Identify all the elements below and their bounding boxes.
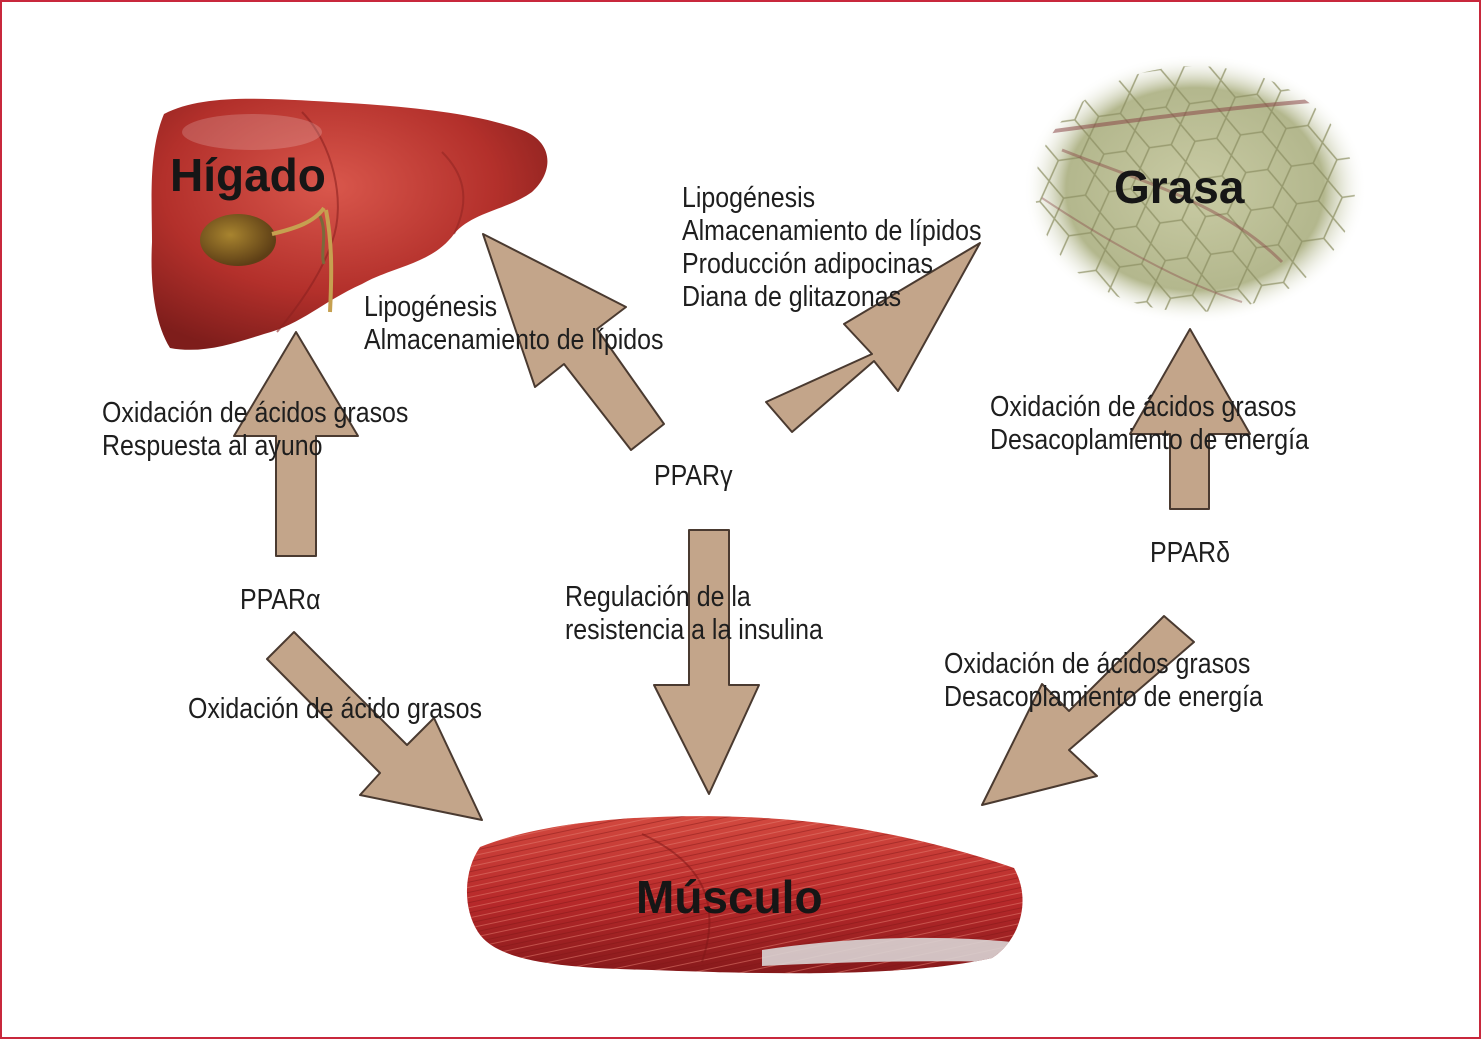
effect-delta-fat: Oxidación de ácidos grasos Desacoplamien… (990, 391, 1309, 457)
effect-alpha-liver: Oxidación de ácidos grasos Respuesta al … (102, 397, 408, 463)
effect-line: Oxidación de ácidos grasos (990, 391, 1297, 423)
arrow-alpha-to-liver (233, 331, 359, 557)
arrow-gamma-to-liver (482, 233, 665, 451)
receptor-delta-label: PPARδ (1150, 537, 1230, 569)
arrow-gamma-to-fat (765, 242, 981, 433)
effect-line: Diana de glitazonas (682, 281, 902, 313)
effect-delta-muscle: Oxidación de ácidos grasos Desacoplamien… (944, 648, 1263, 714)
effect-line: Respuesta al ayuno (102, 430, 323, 462)
fat-illustration (1023, 54, 1367, 324)
arrow-gamma-to-muscle (653, 529, 760, 795)
liver-illustration (151, 98, 548, 350)
effect-line: Lipogénesis (364, 291, 498, 323)
effect-line: Almacenamiento de lípidos (682, 215, 982, 247)
effect-gamma-liver: Lipogénesis Almacenamiento de lípidos (364, 291, 663, 357)
effect-gamma-muscle: Regulación de la resistencia a la insuli… (565, 581, 823, 647)
effect-line: Desacoplamiento de energía (944, 681, 1263, 713)
effect-line: Lipogénesis (682, 182, 816, 214)
effect-line: Oxidación de ácido grasos (188, 693, 482, 725)
effect-line: Almacenamiento de lípidos (364, 324, 664, 356)
effect-line: Oxidación de ácidos grasos (102, 397, 409, 429)
effect-line: Desacoplamiento de energía (990, 424, 1309, 456)
effect-line: Regulación de la (565, 581, 751, 613)
arrow-delta-to-muscle (981, 615, 1195, 806)
receptor-alpha-label: PPARα (240, 584, 321, 616)
arrow-delta-to-fat (1129, 328, 1251, 510)
fat-label: Grasa (1114, 161, 1245, 213)
muscle-label: Músculo (636, 871, 823, 923)
effect-line: Oxidación de ácidos grasos (944, 648, 1251, 680)
receptor-gamma-label: PPARγ (654, 460, 733, 492)
arrow-alpha-to-muscle (266, 631, 483, 821)
effect-alpha-muscle: Oxidación de ácido grasos (188, 693, 482, 726)
effect-gamma-fat: Lipogénesis Almacenamiento de lípidos Pr… (682, 182, 981, 314)
liver-label: Hígado (170, 149, 326, 201)
effect-line: resistencia a la insulina (565, 614, 823, 646)
effect-line: Producción adipocinas (682, 248, 933, 280)
